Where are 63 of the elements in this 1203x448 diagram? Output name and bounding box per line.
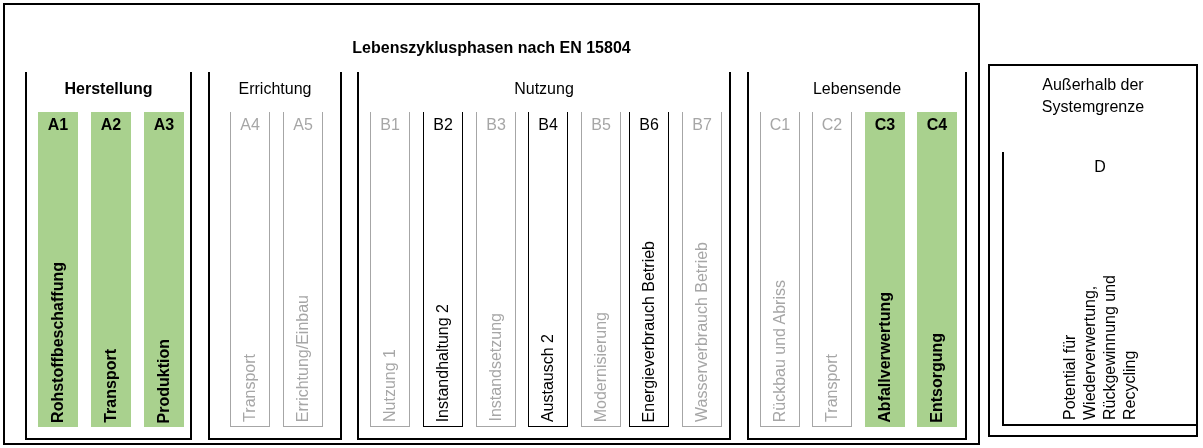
module-code: A5: [292, 116, 314, 134]
module-label: Produktion: [154, 338, 173, 423]
module-label: Wasserverbrauch Betrieb: [692, 242, 711, 422]
module-label: Instandsetzung: [486, 313, 505, 422]
module-code: B5: [590, 116, 612, 134]
phase-column: [144, 112, 184, 427]
phase-column: [423, 112, 463, 427]
frame-title: Außerhalb der Systemgrenze: [1040, 75, 1146, 117]
module-label: Abfallverwertung: [875, 292, 894, 423]
phase-column: [283, 112, 323, 427]
module-label: Transport: [240, 354, 259, 422]
module-label: Transport: [101, 349, 120, 423]
module-code: B2: [432, 116, 454, 134]
module-code: B7: [691, 116, 713, 134]
group-heading: Lebensende: [811, 80, 903, 98]
frame-title: Lebenszyklusphasen nach EN 15804: [351, 39, 632, 57]
phase-group: [25, 72, 192, 440]
phase-column: [91, 112, 131, 427]
phase-column: [528, 112, 568, 427]
module-code: B6: [638, 116, 660, 134]
module-label: Austausch 2: [538, 333, 557, 422]
module-code: A4: [239, 116, 261, 134]
phase-column: [812, 112, 852, 427]
module-code: C1: [768, 116, 792, 134]
group-heading: Nutzung: [513, 80, 575, 98]
module-label: Instandhaltung 2: [433, 303, 452, 422]
module-label: Rohstoffbeschaffung: [48, 262, 67, 423]
module-label: Modernisierung: [591, 311, 610, 422]
module-code: A3: [152, 116, 176, 134]
phase-group: [208, 72, 342, 440]
module-label: Nutzung 1: [380, 349, 399, 422]
boundary-frame: [988, 64, 1198, 437]
phase-column: [230, 112, 270, 427]
group-heading: Errichtung: [237, 80, 313, 98]
module-label: Entsorgung: [927, 333, 946, 423]
group-heading: Herstellung: [63, 80, 154, 98]
module-code: A1: [46, 116, 70, 134]
module-code: D: [1093, 158, 1107, 176]
phase-column: [760, 112, 800, 427]
module-label: Errichtung/Einbau: [293, 294, 312, 422]
module-label: Potential für Wiederverwertung, Rückgewinnung und Recycling: [1060, 274, 1139, 420]
module-code: C4: [925, 116, 949, 134]
phase-column: [917, 112, 957, 427]
module-label: Energieverbrauch Betrieb: [639, 240, 658, 422]
module-code: B1: [379, 116, 401, 134]
phase-column: [629, 112, 669, 427]
phase-column: [38, 112, 78, 427]
phase-column: [581, 112, 621, 427]
phase-column: [370, 112, 410, 427]
phase-group: [747, 72, 967, 440]
module-panel: [1002, 152, 1198, 426]
phase-column: [865, 112, 905, 427]
module-code: A2: [99, 116, 123, 134]
module-label: Rückbau und Abriss: [770, 279, 789, 422]
phase-column: [682, 112, 722, 427]
phase-group: [357, 72, 731, 440]
phase-column: [476, 112, 516, 427]
boundary-frame: [3, 3, 980, 445]
module-code: B3: [485, 116, 507, 134]
module-code: B4: [537, 116, 559, 134]
module-label: Transport: [822, 354, 841, 422]
module-code: C3: [873, 116, 897, 134]
module-code: C2: [820, 116, 844, 134]
